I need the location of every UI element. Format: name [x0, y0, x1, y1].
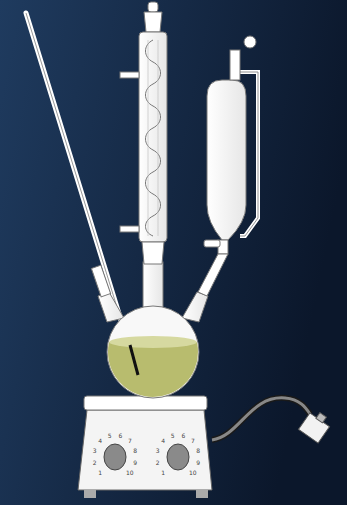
dial-number: 8: [196, 448, 200, 454]
allihn-condenser: [120, 2, 167, 264]
power-cord: [212, 398, 333, 443]
dial-number: 9: [133, 460, 137, 466]
dial-number: 4: [161, 438, 165, 444]
dial-number: 1: [98, 470, 102, 476]
dial-number: 7: [128, 438, 132, 444]
three-neck-flask: [91, 262, 210, 402]
dial-number: 5: [171, 433, 175, 439]
dial-number: 6: [182, 433, 186, 439]
dial-number: 4: [98, 438, 102, 444]
dial-number: 3: [156, 448, 160, 454]
hotplate-stirrer: [78, 396, 212, 498]
dial-number: 7: [191, 438, 195, 444]
dial-number: 8: [133, 448, 137, 454]
dial-number: 10: [126, 470, 134, 476]
dial-number: 3: [93, 448, 97, 454]
dial-number: 9: [196, 460, 200, 466]
dial-number: 5: [108, 433, 112, 439]
addition-funnel: [198, 36, 258, 296]
dial-number: 10: [189, 470, 197, 476]
dial-number: 6: [119, 433, 123, 439]
dial-number: 1: [161, 470, 165, 476]
dial-number: 2: [156, 460, 160, 466]
dial-number: 2: [93, 460, 97, 466]
